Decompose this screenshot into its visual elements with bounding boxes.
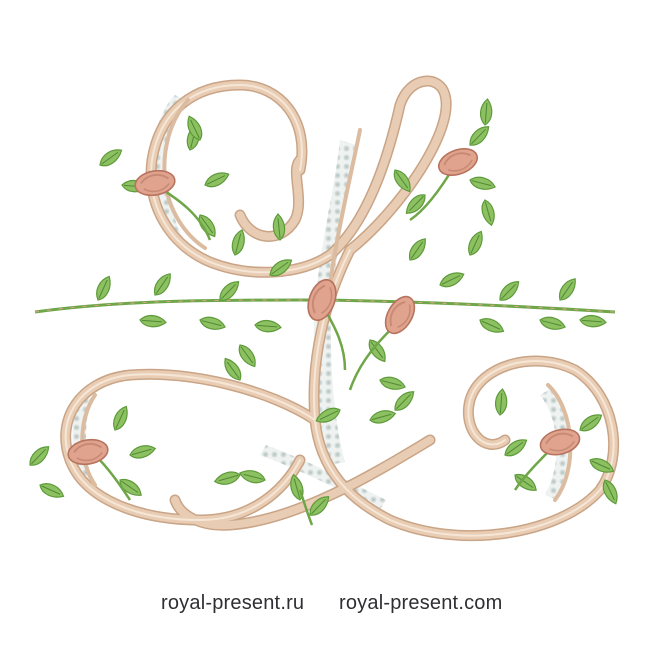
watermark-caption-com: royal-present.com [339, 592, 503, 614]
letter-l-monogram [60, 75, 620, 542]
horizontal-vine [34, 298, 616, 314]
watermark-caption-ru: royal-present.ru [161, 592, 305, 614]
